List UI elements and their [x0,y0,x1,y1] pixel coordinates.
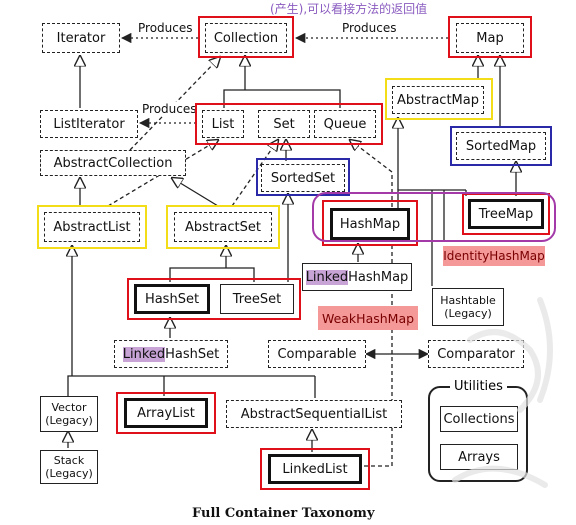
arrays-node[interactable]: Arrays [440,444,518,470]
utilities-title: Utilities [450,379,507,394]
tree-map-node[interactable]: TreeMap [468,199,544,229]
linked-hash-set-prefix: Linked [122,346,166,362]
comparator-node[interactable]: Comparator [428,340,524,368]
collections-node[interactable]: Collections [440,406,518,432]
list-iterator-node[interactable]: ListIterator [40,110,138,138]
array-list-node[interactable]: ArrayList [124,398,208,428]
stack-name: Stack [53,454,85,467]
hashtable-name: Hashtable [440,294,496,307]
comparable-node[interactable]: Comparable [268,340,366,368]
abstract-set-node[interactable]: AbstractSet [174,212,272,242]
linked-hash-set-suffix: HashSet [165,346,220,362]
produces-label-map: Produces [340,21,399,35]
weak-hash-map-node[interactable]: WeakHashMap [318,306,418,330]
abstract-list-node[interactable]: AbstractList [44,212,140,242]
stack-legacy: (Legacy) [45,467,93,480]
abstract-sequential-list-node[interactable]: AbstractSequentialList [226,400,402,428]
hashtable-node[interactable]: Hashtable (Legacy) [432,288,504,326]
linked-hash-map-prefix: Linked [305,269,349,285]
linked-list-node[interactable]: LinkedList [268,454,362,484]
abstract-map-node[interactable]: AbstractMap [392,86,484,114]
hash-set-node[interactable]: HashSet [134,284,210,314]
set-node[interactable]: Set [258,110,310,138]
iterator-node[interactable]: Iterator [42,23,120,53]
sorted-map-node[interactable]: SortedMap [456,132,546,160]
linked-hash-map-suffix: HashMap [348,269,409,285]
tree-set-node[interactable]: TreeSet [220,284,294,314]
abstract-collection-node[interactable]: AbstractCollection [40,150,186,176]
map-node[interactable]: Map [456,23,524,53]
diagram-caption: Full Container Taxonomy [192,506,375,521]
hashtable-legacy: (Legacy) [444,307,492,320]
annotation-note: (产生),可以看接方法的返回值 [270,2,428,16]
vector-name: Vector [51,401,87,414]
produces-label-iterator: Produces [136,21,195,35]
queue-node[interactable]: Queue [314,110,376,138]
collection-node[interactable]: Collection [205,23,287,53]
hash-map-node[interactable]: HashMap [330,208,410,240]
sorted-set-node[interactable]: SortedSet [261,164,345,192]
vector-legacy: (Legacy) [45,414,93,427]
list-node[interactable]: List [202,110,244,138]
produces-label-list-iterator: Produces [140,102,199,116]
identity-hash-map-node[interactable]: IdentityHashMap [443,246,545,266]
vector-node[interactable]: Vector (Legacy) [40,396,98,432]
stack-node[interactable]: Stack (Legacy) [40,450,98,484]
